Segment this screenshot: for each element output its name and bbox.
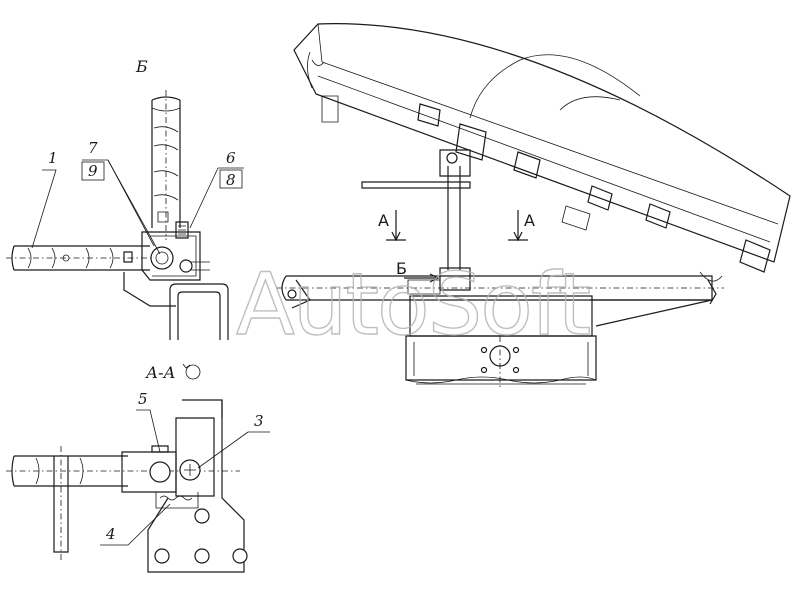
callout-3: 3 (254, 412, 264, 430)
section-block (121, 399, 248, 573)
callout-1: 1 (48, 149, 58, 167)
callout-8-box (219, 169, 243, 189)
callout-9: 9 (88, 162, 98, 180)
support-rod (361, 166, 471, 270)
section-arrows (386, 210, 528, 283)
callout-4: 4 (105, 525, 116, 543)
section-aa-title: А-А (145, 363, 176, 382)
tilted-hood (293, 23, 791, 305)
section-mark-b-view: Б (396, 259, 407, 278)
section-mark-a-right: А (524, 211, 535, 230)
vertical-rod (151, 90, 181, 240)
section-mark-a-left: А (378, 211, 389, 230)
detail-view-b: Б (6, 57, 244, 340)
section-rod (6, 455, 240, 487)
detail-b-leaders (31, 159, 244, 255)
rotated-view-icon (182, 363, 201, 380)
hood-hinge (439, 149, 471, 177)
callout-5: 5 (138, 390, 148, 408)
mount-block (405, 295, 597, 390)
callout-8: 8 (226, 171, 236, 189)
section-leaders (100, 409, 270, 546)
section-strap (53, 446, 69, 560)
detail-b-title: Б (135, 57, 148, 76)
bracket-assembly (123, 211, 210, 281)
cross-beam (276, 267, 724, 327)
channel-profile (123, 272, 229, 340)
callout-9-box (81, 161, 105, 181)
callout-7: 7 (88, 139, 98, 157)
section-view-aa: А-А (6, 363, 270, 573)
autosoft-watermark: AutoSoft (236, 255, 590, 355)
callout-6: 6 (226, 149, 236, 167)
main-view: А А Б (276, 23, 791, 390)
horizontal-rod (6, 245, 160, 271)
